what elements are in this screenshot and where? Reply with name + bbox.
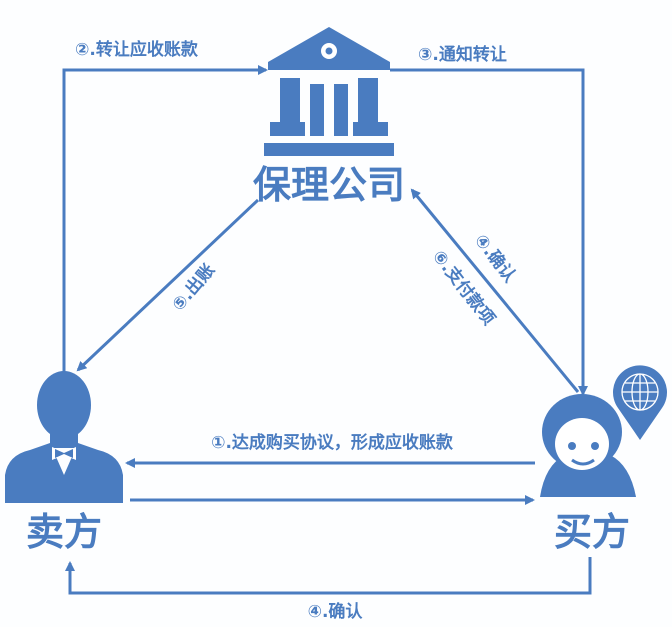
step3-label: ③.通知转让: [418, 44, 507, 65]
arrow-step3: [390, 68, 588, 396]
arrow-step5: [76, 198, 260, 372]
buyer-label: 买方: [554, 510, 630, 554]
globe-pin-icon: [612, 365, 667, 440]
arrow-step4-6: [410, 188, 580, 393]
bank-icon: [264, 27, 394, 156]
step5-label: ⑤.出账: [168, 260, 219, 316]
step1-label: ①.达成购买协议，形成应收账款: [211, 432, 454, 453]
step4-top-label: ④.确认: [470, 230, 521, 287]
step2-label: ②.转让应收账款: [75, 39, 199, 60]
person-icon: [540, 394, 636, 497]
arrow-step4-bottom: [65, 557, 592, 595]
arrow-step2: [62, 65, 268, 372]
step4-bottom-label: ④.确认: [308, 601, 364, 622]
seller-label: 卖方: [26, 510, 102, 554]
man-bowtie-icon: [5, 371, 123, 503]
factoring-company-label: 保理公司: [253, 163, 405, 207]
